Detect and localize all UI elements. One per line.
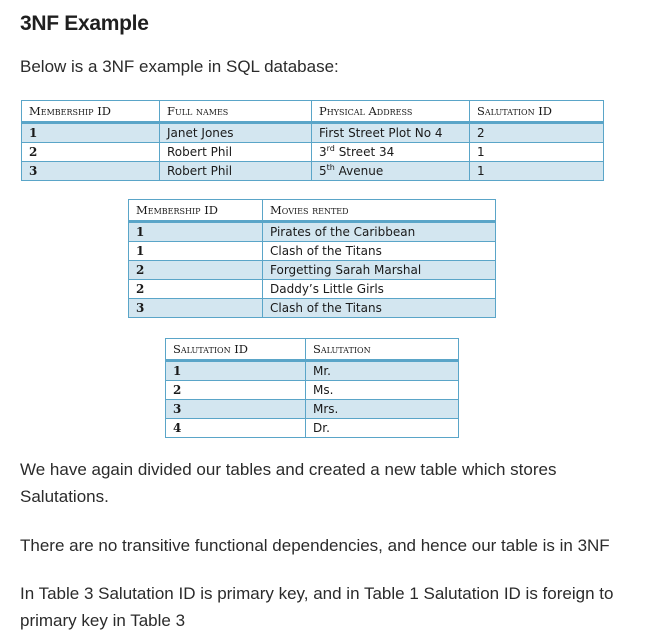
members-table: Membership ID Full names Physical Addres…: [21, 100, 604, 181]
paragraph-keys: In Table 3 Salutation ID is primary key,…: [20, 584, 614, 630]
col-salutation-id: Salutation ID: [469, 100, 604, 124]
table-row: 4 Dr.: [165, 418, 459, 438]
cell-address: 5th Avenue: [311, 161, 470, 181]
cell-salutation-id: 1: [469, 142, 604, 162]
address-rest: Street 34: [334, 145, 395, 159]
cell-movie: Forgetting Sarah Marshal: [262, 260, 496, 280]
address-ordinal: rd: [326, 144, 335, 153]
movies-table: Membership ID Movies rented 1 Pirates of…: [128, 199, 496, 318]
address-text: First Street Plot No 4: [319, 126, 443, 140]
address-text: 3: [319, 145, 327, 159]
cell-salutation: Mr.: [305, 360, 459, 381]
cell-full-name: Robert Phil: [159, 161, 312, 181]
intro-text: Below is a 3NF example in SQL database:: [20, 57, 339, 76]
cell-salutation: Mrs.: [305, 399, 459, 419]
table-row: 1 Janet Jones First Street Plot No 4 2: [21, 122, 604, 143]
cell-salutation-id: 1: [165, 360, 306, 381]
cell-address: 3rd Street 34: [311, 142, 470, 162]
table-row: 2 Robert Phil 3rd Street 34 1: [21, 142, 604, 162]
paragraph-salutations: We have again divided our tables and cre…: [20, 460, 557, 506]
col-physical-address: Physical Address: [311, 100, 470, 124]
col-movies-rented: Movies rented: [262, 199, 496, 223]
cell-membership-id: 2: [128, 279, 263, 299]
cell-membership-id: 3: [21, 161, 160, 181]
table-header-row: Membership ID Full names Physical Addres…: [21, 100, 604, 124]
cell-membership-id: 2: [128, 260, 263, 280]
address-rest: Avenue: [334, 164, 384, 178]
paragraph-transitive: There are no transitive functional depen…: [20, 536, 610, 555]
table-row: 1 Mr.: [165, 360, 459, 381]
cell-full-name: Robert Phil: [159, 142, 312, 162]
col-salutation: Salutation: [305, 338, 459, 362]
cell-membership-id: 1: [21, 122, 160, 143]
cell-membership-id: 1: [128, 221, 263, 242]
cell-salutation-id: 1: [469, 161, 604, 181]
col-salutation-id: Salutation ID: [165, 338, 306, 362]
table-row: 1 Pirates of the Caribbean: [128, 221, 496, 242]
cell-salutation: Ms.: [305, 380, 459, 400]
cell-salutation-id: 2: [165, 380, 306, 400]
salutations-table: Salutation ID Salutation 1 Mr. 2 Ms. 3 M…: [165, 338, 459, 438]
table-row: 2 Ms.: [165, 380, 459, 400]
table-row: 3 Robert Phil 5th Avenue 1: [21, 161, 604, 181]
cell-address: First Street Plot No 4: [311, 122, 470, 143]
address-text: 5: [319, 164, 327, 178]
cell-movie: Clash of the Titans: [262, 298, 496, 318]
cell-salutation-id: 3: [165, 399, 306, 419]
cell-membership-id: 3: [128, 298, 263, 318]
cell-salutation-id: 4: [165, 418, 306, 438]
table-row: 2 Daddy’s Little Girls: [128, 279, 496, 299]
table-row: 3 Mrs.: [165, 399, 459, 419]
table-row: 1 Clash of the Titans: [128, 241, 496, 261]
col-membership-id: Membership ID: [21, 100, 160, 124]
address-ordinal: th: [326, 163, 335, 172]
cell-salutation-id: 2: [469, 122, 604, 143]
table-row: 2 Forgetting Sarah Marshal: [128, 260, 496, 280]
cell-movie: Daddy’s Little Girls: [262, 279, 496, 299]
cell-salutation: Dr.: [305, 418, 459, 438]
table-header-row: Membership ID Movies rented: [128, 199, 496, 223]
table-header-row: Salutation ID Salutation: [165, 338, 459, 362]
cell-full-name: Janet Jones: [159, 122, 312, 143]
table-row: 3 Clash of the Titans: [128, 298, 496, 318]
cell-membership-id: 2: [21, 142, 160, 162]
col-membership-id: Membership ID: [128, 199, 263, 223]
page-heading: 3NF Example: [20, 12, 149, 35]
cell-membership-id: 1: [128, 241, 263, 261]
col-full-names: Full names: [159, 100, 312, 124]
cell-movie: Pirates of the Caribbean: [262, 221, 496, 242]
cell-movie: Clash of the Titans: [262, 241, 496, 261]
